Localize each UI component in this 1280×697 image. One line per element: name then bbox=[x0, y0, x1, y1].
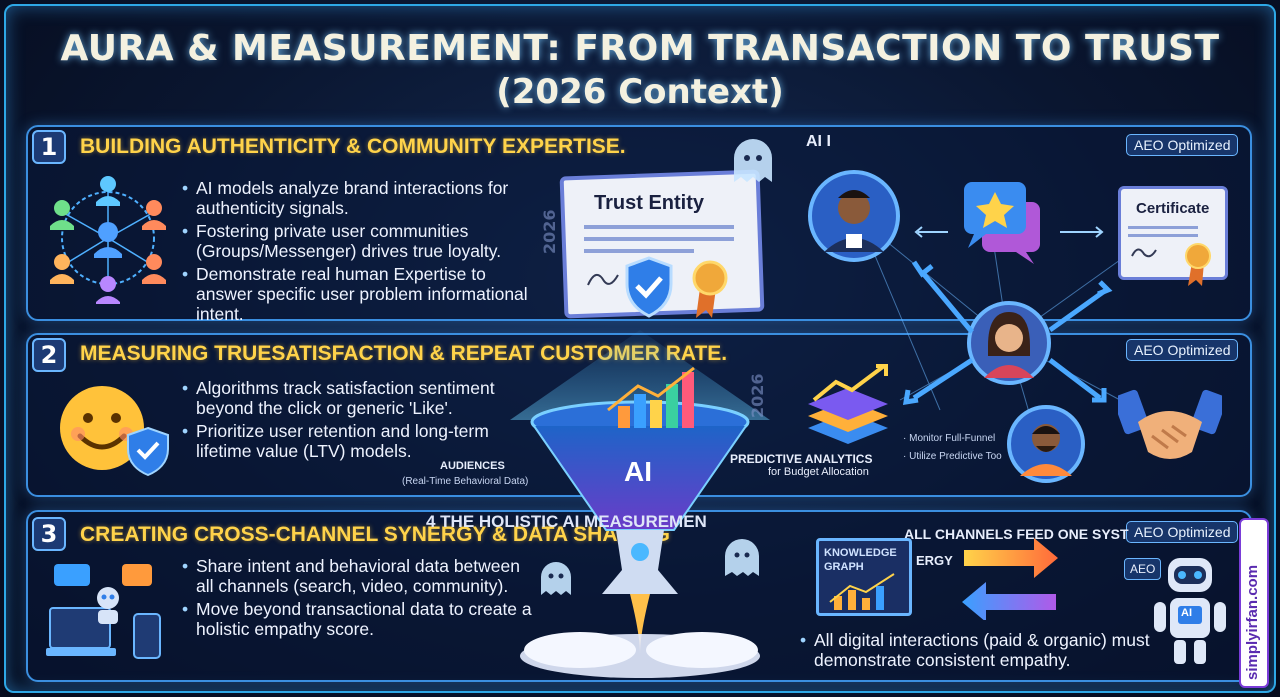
section-3-number: 3 bbox=[32, 517, 66, 551]
knowledge-graph-label: KNOWLEDGE GRAPH bbox=[824, 547, 897, 573]
document-lines-icon bbox=[584, 225, 744, 295]
section-1-bullet: Demonstrate real human Expertise to answ… bbox=[182, 264, 542, 324]
man-avatar-icon bbox=[806, 168, 902, 264]
arrow-left-icon bbox=[910, 224, 950, 238]
predictive-analytics-label: PREDICTIVE ANALYTICS bbox=[730, 452, 873, 466]
page-subtitle: (2026 Context) bbox=[496, 72, 784, 112]
utilize-text: · Utilize Predictive Too bbox=[903, 451, 1002, 462]
handshake-icon bbox=[1113, 382, 1227, 472]
trust-entity-title: Trust Entity bbox=[594, 192, 705, 214]
certificate-seal-icon bbox=[1128, 222, 1228, 290]
award-ribbon-icon bbox=[690, 258, 730, 320]
holistic-heading: 4 THE HOLISTIC AI MEASUREMEN bbox=[426, 512, 707, 531]
section-2-bullet: Algorithms track satisfaction sentiment … bbox=[182, 378, 542, 418]
star-chat-bubble-icon bbox=[962, 180, 1042, 266]
ghost-small-icon bbox=[538, 560, 574, 598]
footer-bullet-list: All digital interactions (paid & organic… bbox=[800, 630, 1160, 673]
section-1-badge: AEO Optimized bbox=[1126, 134, 1239, 156]
monitor-text: · Monitor Full-Funnel bbox=[903, 433, 996, 444]
section-2-bullet: Prioritize user retention and long-term … bbox=[182, 421, 542, 461]
devices-robot-icon bbox=[46, 558, 176, 668]
section-3-heading: CREATING CROSS-CHANNEL SYNERGY & DATA SH… bbox=[80, 523, 670, 546]
robot-icon bbox=[1150, 552, 1230, 670]
ghost-icon bbox=[730, 136, 776, 186]
section-2-heading: MEASURING TRUESATISFACTION & REPEAT CUST… bbox=[80, 342, 728, 365]
section-1-heading: BUILDING AUTHENTICITY & COMMUNITY EXPERT… bbox=[80, 135, 626, 158]
section-3-bullet: Share intent and behavioral data between… bbox=[182, 556, 542, 596]
page-title: AURA & MEASUREMENT: FROM TRANSACTION TO … bbox=[60, 28, 1220, 69]
woman-avatar-icon bbox=[966, 300, 1052, 386]
all-channels-text: ALL CHANNELS FEED ONE SYST bbox=[904, 526, 1129, 542]
predictive-analytics-sublabel: for Budget Allocation bbox=[768, 466, 869, 478]
section-1-bullet: Fostering private user communities (Grou… bbox=[182, 221, 542, 261]
section-1-number: 1 bbox=[32, 130, 66, 164]
aeo-bubble: AEO bbox=[1124, 558, 1162, 580]
ai-top-label: AI I bbox=[806, 133, 831, 150]
audiences-label: AUDIENCES bbox=[440, 460, 505, 472]
section-2-number: 2 bbox=[32, 338, 66, 372]
brand-text: simplyirfan.com bbox=[1244, 564, 1261, 680]
community-network-icon bbox=[44, 172, 172, 304]
man-avatar-2-icon bbox=[1006, 404, 1086, 484]
section-3-bullets: Share intent and behavioral data between… bbox=[182, 556, 542, 642]
bar-chart-icon bbox=[598, 366, 718, 428]
knowledge-graph-chart-icon bbox=[826, 572, 906, 612]
section-2-bullets: Algorithms track satisfaction sentiment … bbox=[182, 378, 542, 464]
section-3-bullet: Move beyond transactional data to create… bbox=[182, 599, 542, 639]
certificate-document bbox=[1118, 186, 1228, 280]
funnel-ai-label: AI bbox=[624, 456, 652, 487]
year-label-left: 2026 bbox=[540, 209, 559, 254]
ghost-small-2-icon bbox=[722, 536, 762, 580]
sync-arrows-icon bbox=[960, 536, 1060, 622]
audiences-sublabel: (Real-Time Behavioral Data) bbox=[402, 476, 529, 487]
year-label-mid: 2026 bbox=[748, 373, 767, 418]
outer-frame bbox=[4, 4, 1276, 693]
certificate-title: Certificate bbox=[1136, 200, 1210, 217]
section-1-bullet: AI models analyze brand interactions for… bbox=[182, 178, 542, 218]
section-3-badge: AEO Optimized bbox=[1126, 521, 1239, 543]
section-1-bullets: AI models analyze brand interactions for… bbox=[182, 178, 542, 327]
arrow-right-icon bbox=[1058, 224, 1108, 238]
predictive-analytics-icon bbox=[800, 364, 894, 452]
brand-tab: simplyirfan.com bbox=[1239, 518, 1269, 688]
arrows-outward-icon bbox=[900, 260, 1120, 420]
section-2-badge: AEO Optimized bbox=[1126, 339, 1239, 361]
energy-text: ERGY bbox=[916, 553, 953, 568]
shield-check-icon bbox=[624, 256, 674, 318]
footer-bullet: All digital interactions (paid & organic… bbox=[800, 630, 1160, 670]
robot-ai-label: AI bbox=[1181, 607, 1192, 619]
smiley-shield-icon bbox=[54, 380, 174, 480]
